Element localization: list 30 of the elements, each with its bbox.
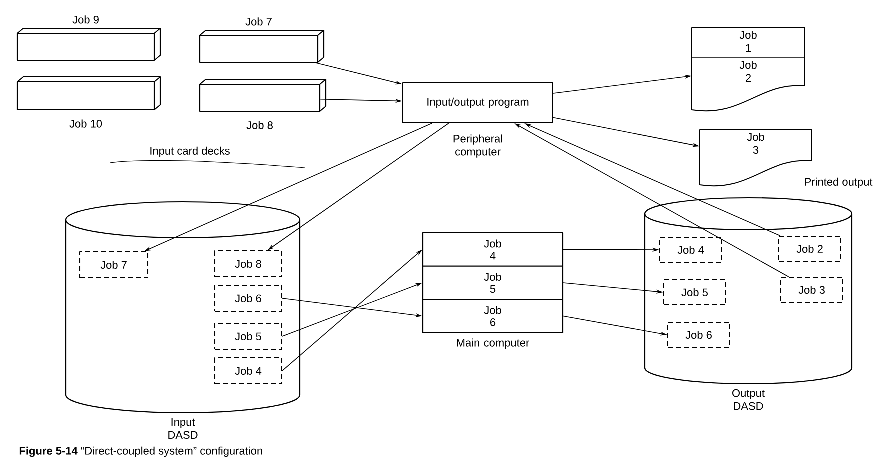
node-label: Job 10 <box>70 120 102 128</box>
node-label: Job 7 <box>246 18 272 26</box>
job-box: Job 8 <box>214 250 282 278</box>
node-label: Peripheral computer <box>454 134 502 158</box>
job-box: Job 7 <box>80 252 148 278</box>
node-label: Main computer <box>457 338 530 349</box>
printout: Job 1 Job 2 <box>692 28 806 112</box>
program-box: Input/output program Peripheral computer <box>402 82 554 158</box>
card-deck: Job 7 <box>199 18 325 64</box>
job-box: Job 5 <box>664 280 726 306</box>
job-box: Job 2 <box>778 236 842 262</box>
card-deck: Job 9 <box>16 16 162 62</box>
job-box: Job 5 <box>214 322 282 350</box>
job-box: Job 3 <box>780 277 844 303</box>
job-box: Job 4 <box>660 237 722 263</box>
caption-text: Printed output <box>805 178 873 188</box>
figure-caption: Figure 5-14 “Direct-coupled system” configuration <box>20 446 262 458</box>
node-label: Input DASD <box>168 418 198 440</box>
job-cell: Job 4 <box>422 232 564 267</box>
job-cell: Job 6 <box>422 299 564 334</box>
job-box: Job 6 <box>214 285 282 312</box>
job-box: Job 4 <box>214 357 282 384</box>
node-label: Job 8 <box>246 121 273 130</box>
card-deck: Job 10 <box>16 76 162 128</box>
card-deck: Job 8 <box>199 78 327 130</box>
caption-text: Input card decks <box>150 146 230 158</box>
job-cell: Job 5 <box>422 266 564 300</box>
node-label: Output DASD <box>732 389 765 410</box>
node-label: Job 9 <box>72 16 99 24</box>
job-box: Job 6 <box>668 322 730 348</box>
